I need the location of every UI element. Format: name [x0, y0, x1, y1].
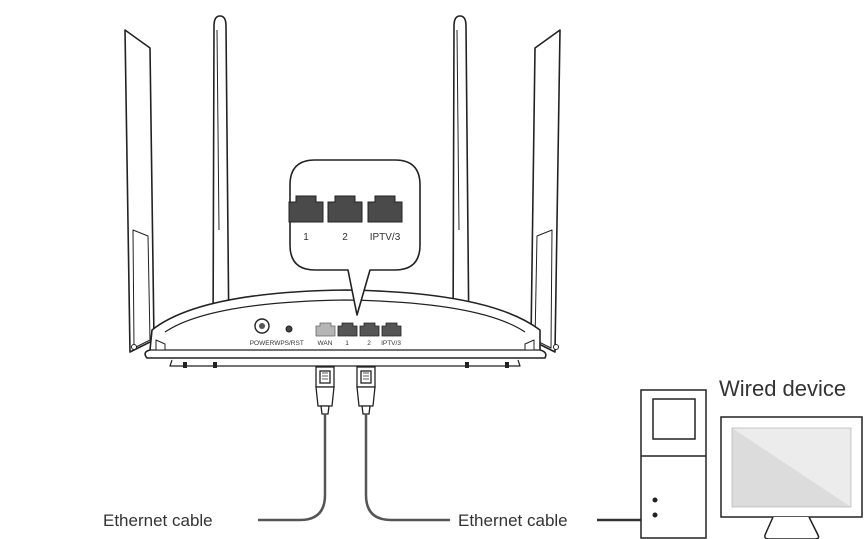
pc-tower: [640, 389, 707, 539]
back-port-iptv3: [381, 322, 402, 337]
zoom-port-2: [327, 195, 363, 223]
antenna-outer-left: [124, 29, 155, 353]
label-wps-rst: WPS/RST: [274, 340, 304, 347]
label-wan: WAN: [318, 340, 333, 347]
label-port-1: 1: [345, 340, 349, 347]
zoom-port-1: [288, 195, 324, 223]
ethernet-plug-left: [315, 366, 335, 415]
zoom-label-1: 1: [303, 232, 309, 243]
label-ethernet-cable-right: Ethernet cable: [458, 511, 568, 530]
label-power: POWER: [250, 340, 275, 347]
label-port-iptv3: IPTV/3: [381, 340, 401, 347]
back-port-2: [359, 322, 380, 337]
antenna-inner-right: [452, 15, 470, 346]
zoom-port-iptv3: [367, 195, 403, 223]
cable-right-path: [364, 414, 450, 522]
zoom-label-iptv3: IPTV/3: [370, 232, 401, 243]
antenna-inner-left: [212, 15, 230, 346]
monitor: [720, 416, 863, 539]
antenna-outer-right: [530, 29, 561, 353]
cable-left-path: [258, 414, 327, 522]
label-port-2: 2: [367, 340, 371, 347]
ethernet-plug-right: [356, 366, 376, 415]
zoom-label-2: 2: [342, 232, 348, 243]
back-port-wan: [315, 322, 336, 337]
label-ethernet-cable-left: Ethernet cable: [103, 511, 213, 530]
back-port-1: [337, 322, 358, 337]
label-wired-device: Wired device: [719, 376, 846, 401]
wps-reset-button: [285, 325, 293, 333]
